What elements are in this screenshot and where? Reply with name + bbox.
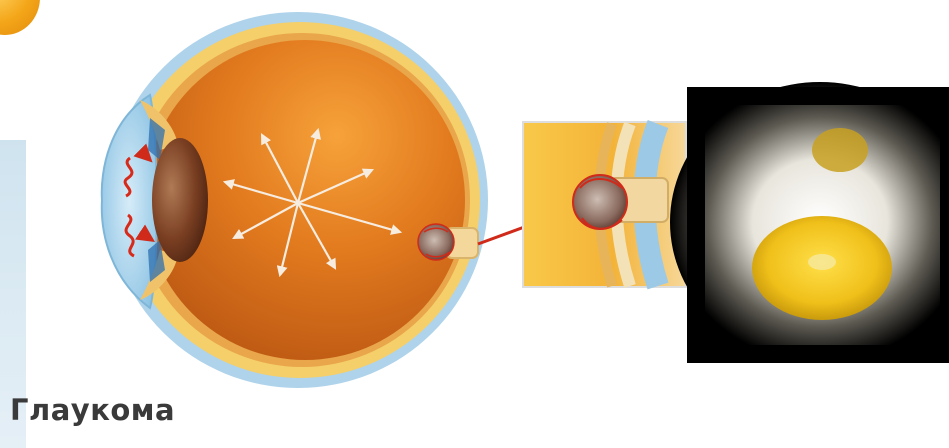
fundus-upper-spot — [812, 128, 868, 172]
zoom-optic-disc — [573, 175, 627, 229]
diagram-caption: Глаукома — [10, 393, 175, 427]
fundus-view — [670, 82, 949, 362]
optic-disc-zoom-panel — [523, 122, 686, 287]
lens — [152, 138, 208, 262]
fundus-cup — [808, 254, 836, 270]
eyeball-cross-section — [102, 12, 488, 388]
cornea — [102, 95, 157, 308]
optic-disc — [418, 224, 454, 260]
